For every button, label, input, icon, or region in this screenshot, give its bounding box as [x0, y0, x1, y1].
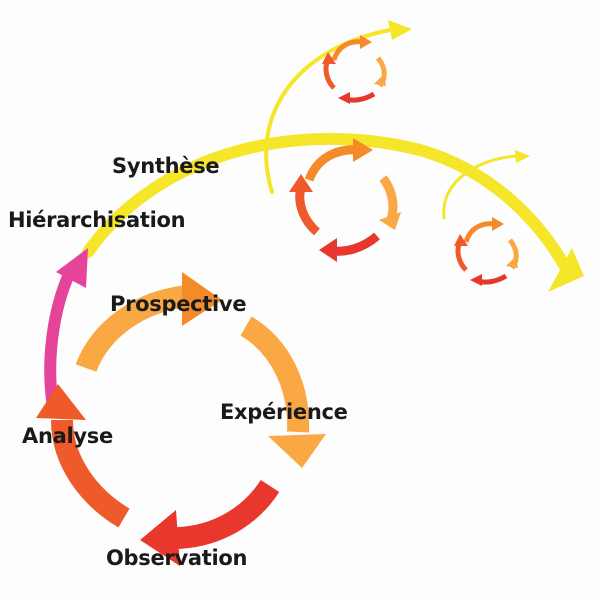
main-cycle-icon [36, 272, 326, 566]
trajectory-arrow-icon [82, 132, 584, 292]
label-synthese: Synthèse [112, 154, 220, 178]
label-analyse: Analyse [22, 424, 113, 448]
cycle-arrows-icon [322, 35, 387, 104]
label-prospective: Prospective [110, 292, 247, 316]
cycle-arrows-icon [454, 217, 519, 286]
label-observation: Observation [106, 546, 248, 570]
branch-arrow-right-icon [442, 150, 530, 220]
label-hierarchisation: Hiérarchisation [8, 208, 186, 232]
label-experience: Expérience [220, 400, 348, 424]
hierarchisation-arrow-icon [44, 248, 88, 406]
cycle-arrows-icon [289, 138, 401, 262]
branch-arrow-top-icon [264, 20, 412, 194]
